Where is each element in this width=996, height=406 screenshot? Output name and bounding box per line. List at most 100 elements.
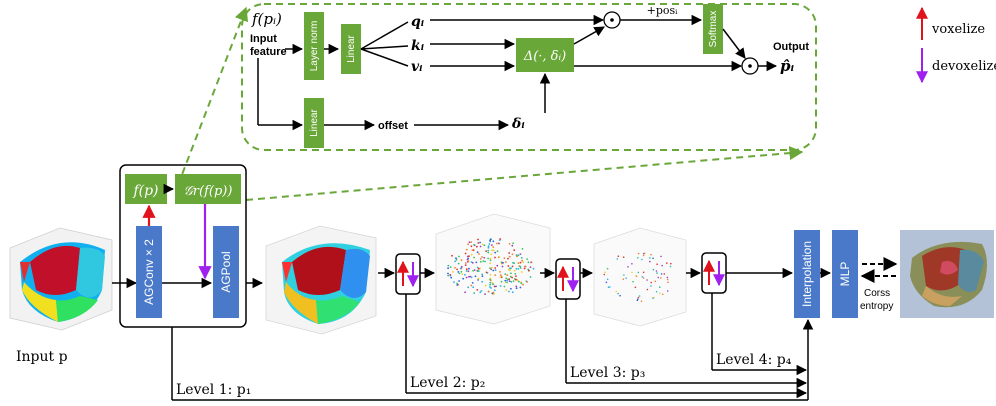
point-dot [491, 281, 493, 284]
point-dot [657, 276, 659, 279]
agconv-box: AGConv × 2 [136, 226, 162, 318]
point-dot [519, 267, 522, 269]
point-dot [521, 259, 524, 262]
point-dot [487, 245, 490, 248]
point-dot [450, 276, 453, 279]
split-k [360, 45, 409, 50]
split-q [360, 21, 409, 50]
point-dot [634, 286, 637, 289]
point-dot [637, 252, 640, 255]
point-dot [481, 280, 484, 283]
point-dot [652, 257, 654, 260]
point-dot [492, 240, 495, 243]
point-dot [506, 274, 509, 276]
input-label-1: Input [250, 33, 277, 45]
point-dot [475, 261, 478, 264]
point-dot [478, 253, 480, 255]
point-dot [496, 264, 499, 267]
point-dot [453, 281, 455, 283]
softmax-box: Softmax [703, 4, 723, 54]
point-dot [654, 280, 657, 283]
point-dot [484, 293, 486, 295]
delta-label: δᵢ [511, 116, 525, 132]
interpolation-box: Interpolation [794, 230, 820, 318]
point-dot [494, 274, 497, 276]
point-dot [471, 282, 474, 284]
point-dot [447, 274, 450, 277]
level1-point-cloud [265, 225, 377, 335]
point-dot [492, 246, 495, 249]
point-dot [508, 243, 511, 245]
delta-to-odot1 [573, 26, 605, 45]
point-dot [489, 259, 492, 262]
input-feature-symbol: f(pᵢ) [251, 10, 282, 28]
point-dot [499, 238, 502, 240]
point-dot [464, 291, 466, 294]
point-dot [477, 267, 480, 270]
linear-top-label: Linear [346, 34, 357, 62]
point-dot [656, 263, 658, 266]
point-dot [468, 255, 470, 257]
point-dot [481, 273, 484, 276]
point-dot [617, 255, 620, 257]
point-dot [519, 261, 522, 264]
point-dot [458, 280, 460, 282]
point-dot [655, 291, 658, 293]
attention-detail: f(pᵢ) Input feature Layer norm Linear qᵢ… [241, 3, 817, 151]
point-dot [489, 262, 492, 265]
point-dot [455, 258, 458, 261]
point-dot [498, 256, 500, 258]
level1-label: Level 1: p₁ [176, 382, 251, 398]
point-dot [484, 260, 486, 263]
point-dot [466, 258, 469, 261]
point-dot [511, 276, 513, 279]
point-dot [522, 283, 524, 286]
point-dot [464, 264, 467, 266]
point-dot [480, 290, 483, 292]
point-dot [642, 271, 645, 274]
point-dot [507, 265, 510, 267]
point-dot [476, 251, 479, 254]
linear-bottom-box: Linear [304, 98, 324, 148]
point-dot [666, 262, 668, 264]
point-dot [479, 258, 482, 260]
point-dot [603, 273, 606, 276]
point-dot [519, 286, 522, 289]
point-dot [456, 282, 459, 285]
point-dot [499, 276, 502, 278]
layer-norm-box: Layer norm [304, 12, 324, 80]
point-dot [489, 273, 492, 276]
point-dot [642, 277, 645, 279]
encoder-frame [119, 164, 247, 328]
point-dot [468, 275, 470, 278]
point-dot [487, 249, 490, 252]
point-dot [479, 245, 482, 248]
point-dot [635, 275, 638, 278]
point-dot [604, 271, 606, 274]
point-dot [649, 260, 651, 263]
point-dot [487, 257, 489, 260]
point-dot [652, 297, 654, 300]
point-dot [465, 248, 468, 251]
point-dot [454, 260, 457, 263]
point-dot [489, 281, 492, 284]
point-dot [515, 278, 517, 281]
point-dot [465, 268, 468, 271]
point-dot [488, 243, 491, 245]
point-dot [529, 261, 532, 264]
point-dot [464, 252, 467, 255]
point-dot [457, 271, 460, 273]
multiply-node-2 [741, 57, 759, 75]
q-label: qᵢ [411, 14, 424, 30]
delta-fn-label: Δ(·, δᵢ) [523, 49, 566, 64]
point-dot [496, 250, 499, 253]
point-dot [504, 261, 507, 263]
point-dot [493, 289, 496, 292]
point-dot [527, 261, 530, 264]
softmax-to-odot2 [722, 28, 746, 59]
legend: voxelize devoxelize [916, 6, 996, 84]
fp-label: f(p) [132, 183, 158, 199]
input-label-2: feature [250, 46, 287, 58]
point-dot [508, 290, 510, 293]
point-dot [458, 255, 460, 258]
